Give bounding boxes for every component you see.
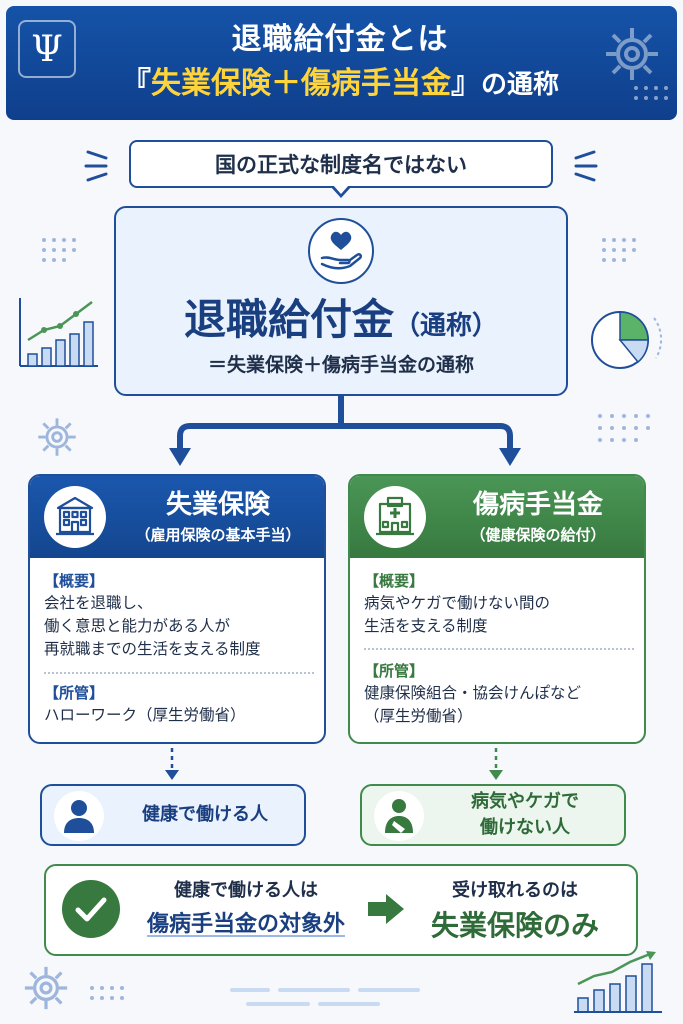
conclusion-left-line1: 健康で働ける人は bbox=[174, 880, 318, 901]
section-divider bbox=[364, 648, 634, 650]
header-suffix: の通称 bbox=[480, 70, 559, 100]
healthy-worker-pill: 健康で働ける人 bbox=[40, 784, 306, 846]
main-title-note: （通称） bbox=[394, 311, 499, 341]
header-open-bracket: 『 bbox=[120, 66, 151, 101]
person-icon bbox=[54, 791, 104, 841]
callout-tail-inner bbox=[333, 185, 349, 194]
header-title-line2: 『失業保険＋傷病手当金』の通称 bbox=[70, 58, 610, 102]
unemployment-insurance-card: 失業保険 （雇用保険の基本手当） 【概要】 会社を退職し、 働く意思と能力がある… bbox=[28, 474, 326, 744]
emphasis-lines-left bbox=[84, 150, 108, 182]
authority-label: 【所管】 bbox=[44, 684, 105, 702]
sickness-allowance-card: 傷病手当金 （健康保険の給付） 【概要】 病気やケガで働けない間の 生活を支える… bbox=[348, 474, 646, 744]
overview-label: 【概要】 bbox=[44, 572, 105, 590]
card-title: 傷病手当金 bbox=[472, 490, 603, 520]
authority-label: 【所管】 bbox=[364, 662, 425, 680]
authority-text: ハローワーク（厚生労働省） bbox=[44, 706, 246, 724]
main-title-text: 退職給付金 bbox=[183, 295, 394, 344]
section-divider bbox=[44, 672, 314, 674]
growth-chart-icon bbox=[574, 951, 662, 1013]
card-header: 失業保険 （雇用保険の基本手当） bbox=[30, 476, 324, 558]
overview-text: 会社を退職し、 働く意思と能力がある人が 再就職までの生活を支える制度 bbox=[44, 594, 261, 658]
header-close-bracket: 』 bbox=[450, 66, 481, 101]
heart-hand-icon bbox=[308, 218, 374, 284]
official-name-callout: 国の正式な制度名ではない bbox=[129, 140, 553, 188]
card-header: 傷病手当金 （健康保険の給付） bbox=[350, 476, 644, 558]
dots-decoration bbox=[602, 238, 636, 262]
overview-label: 【概要】 bbox=[364, 572, 425, 590]
growth-chart-icon bbox=[19, 298, 98, 367]
injured-person-icon bbox=[374, 791, 424, 841]
conclusion-box bbox=[44, 864, 638, 956]
gear-outline-icon bbox=[24, 966, 68, 1010]
dots-decoration bbox=[598, 414, 650, 442]
conclusion-left-line2: 傷病手当金の対象外 bbox=[146, 912, 345, 937]
building-icon bbox=[44, 486, 106, 548]
result-text: 健康で働ける人 bbox=[142, 804, 268, 825]
card-subtitle: （雇用保険の基本手当） bbox=[135, 526, 301, 544]
result-text: 病気やケガで 働けない人 bbox=[471, 791, 579, 838]
card-subtitle: （健康保険の給付） bbox=[470, 526, 606, 544]
header-title-line1: 退職給付金とは bbox=[231, 22, 449, 57]
pie-chart-icon bbox=[591, 311, 663, 369]
authority-text: 健康保険組合・協会けんぽなど （厚生労働省） bbox=[364, 684, 582, 725]
check-icon bbox=[62, 880, 120, 938]
arrow-right-icon bbox=[368, 894, 404, 924]
main-subtitle: ＝失業保険＋傷病手当金の通称 bbox=[207, 354, 474, 376]
conclusion-right-line2: 失業保険のみ bbox=[430, 909, 599, 942]
dots-decoration bbox=[42, 238, 76, 262]
header-banner bbox=[6, 6, 677, 120]
dots-decoration bbox=[90, 986, 124, 1000]
injured-worker-pill: 病気やケガで 働けない人 bbox=[360, 784, 626, 846]
psi-logo-icon: Ψ bbox=[18, 20, 76, 78]
branch-connector bbox=[169, 396, 521, 466]
header-highlight: 失業保険＋傷病手当金 bbox=[150, 66, 451, 101]
dash-lines-decoration bbox=[230, 988, 420, 1006]
emphasis-lines-right bbox=[574, 150, 598, 182]
gear-outline-icon bbox=[38, 418, 76, 456]
overview-text: 病気やケガで働けない間の 生活を支える制度 bbox=[364, 594, 551, 635]
dots-decoration bbox=[634, 86, 668, 100]
dashed-arrow-right bbox=[489, 748, 503, 780]
main-title: 退職給付金（通称） bbox=[114, 286, 568, 347]
dashed-arrow-left bbox=[165, 748, 179, 780]
hospital-icon bbox=[364, 486, 426, 548]
gear-icon bbox=[606, 28, 658, 80]
conclusion-right-line1: 受け取れるのは bbox=[452, 880, 578, 901]
card-title: 失業保険 bbox=[165, 490, 270, 520]
